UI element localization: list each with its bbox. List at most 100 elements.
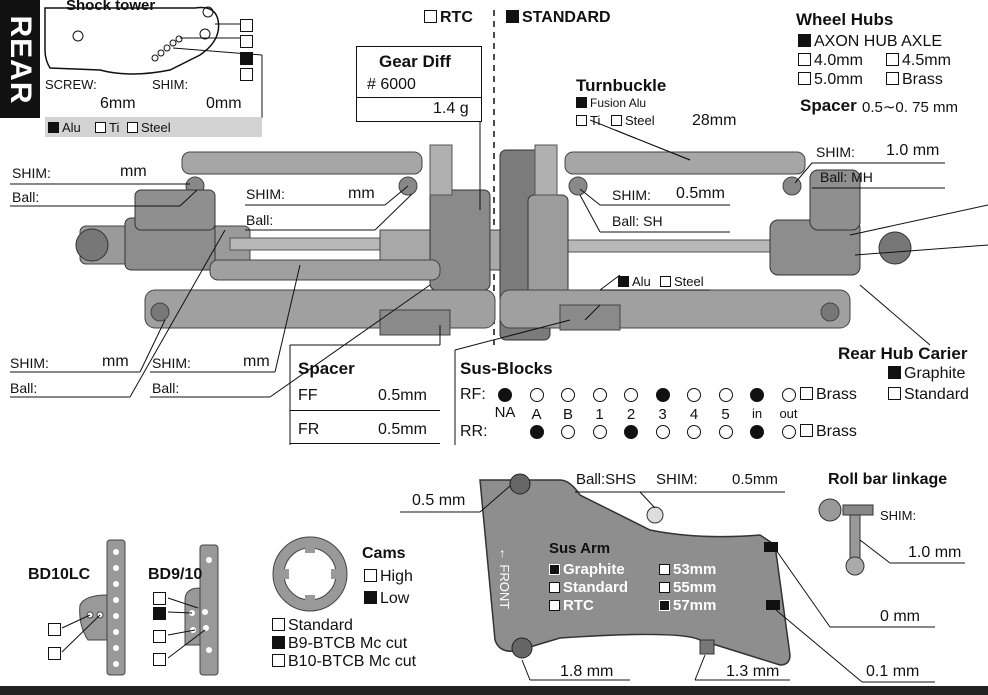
shock-tower-material-alu[interactable]: Alu	[48, 121, 81, 134]
upper-turnbuckles	[181, 151, 806, 196]
sus-arm-53mm[interactable]: 53mm	[659, 562, 716, 577]
sus-block-rf-dot-2[interactable]	[624, 388, 638, 402]
sus-arm-standard[interactable]: Standard	[549, 580, 628, 595]
sus-arm-picture	[479, 473, 791, 666]
sus-blocks-rr-label: RR:	[460, 423, 488, 440]
sus-arm-55mm[interactable]: 55mm	[659, 580, 716, 595]
cams-standard[interactable]: Standard	[272, 618, 353, 634]
cams-b10[interactable]: B10-BTCB Mc cut	[272, 654, 416, 670]
sus-arm-bottom-mid: 1.3 mm	[726, 663, 780, 680]
wheel-hub-4-5[interactable]: 4.5mm	[886, 53, 951, 69]
sus-block-position-label: in	[751, 406, 763, 421]
sus-block-rf-dot-1[interactable]	[592, 388, 607, 402]
header-standard[interactable]: STANDARD	[506, 10, 611, 26]
rear-hub-standard[interactable]: Standard	[888, 387, 969, 403]
rear-hub-graphite[interactable]: Graphite	[888, 366, 965, 382]
wheel-hub-5-0[interactable]: 5.0mm	[798, 72, 863, 88]
sus-block-rf-dot-4[interactable]	[687, 388, 701, 402]
sus-block-rf-dot-na[interactable]	[498, 388, 512, 402]
bd10lc-box-1[interactable]	[48, 622, 64, 640]
mid-shim-value: mm	[348, 185, 375, 202]
roll-bar-shim-value: 1.0 mm	[908, 544, 962, 561]
spacer-title: Spacer	[298, 359, 355, 378]
bd910-box-1[interactable]	[153, 591, 169, 609]
sus-block-rf-dot-out[interactable]	[781, 388, 796, 402]
shock-tower-box-3[interactable]	[240, 51, 256, 69]
shock-tower-shim-value: 0mm	[206, 95, 242, 112]
sus-blocks-rf-brass[interactable]: Brass	[800, 387, 857, 403]
bd910-box-4[interactable]	[153, 652, 169, 670]
cams-high[interactable]: High	[364, 569, 413, 585]
right-top-ball: Ball: MH	[820, 169, 873, 185]
right-mid-shim-value: 0.5mm	[676, 185, 725, 202]
mid-ball: Ball:	[246, 212, 274, 228]
sus-block-rf-dot-in[interactable]	[750, 388, 764, 402]
turnbuckle-steel[interactable]: Steel	[611, 114, 655, 127]
turnbuckle-fusion[interactable]: Fusion Alu	[576, 97, 646, 109]
sus-arm-shim-value: 0.5mm	[732, 471, 778, 488]
shock-tower-screw-label: SCREW:	[45, 77, 97, 92]
gear-diff-number: # 6000	[367, 76, 416, 93]
sus-block-position-label: A	[531, 406, 542, 423]
axle-steel[interactable]: Steel	[660, 275, 704, 288]
rear-label-box	[0, 0, 40, 118]
sus-arm-rtc[interactable]: RTC	[549, 598, 594, 613]
bottom-bar	[0, 686, 988, 695]
spacer-top-range: 0.5∼0. 75 mm	[862, 99, 958, 116]
shock-tower-box-4[interactable]	[240, 67, 256, 85]
sus-arm-shim-label: SHIM:	[656, 471, 698, 488]
sus-block-rr-dot-3[interactable]	[655, 425, 670, 439]
bd910-box-3[interactable]	[153, 629, 169, 647]
sus-block-rf-dot-b[interactable]	[561, 388, 575, 402]
bd910-box-2[interactable]	[153, 606, 169, 624]
cams-b9[interactable]: B9-BTCB Mc cut	[272, 636, 407, 652]
sus-blocks-rr-brass[interactable]: Brass	[800, 424, 857, 440]
shock-tower-box-2[interactable]	[240, 34, 256, 52]
sus-block-position-label: 1	[595, 406, 604, 423]
hub-carrier-right	[809, 169, 861, 231]
standard-checkbox[interactable]	[506, 10, 519, 23]
sus-block-rr-dot-5[interactable]	[718, 425, 733, 439]
leader-lines	[10, 115, 988, 445]
sus-block-rr-dot-out[interactable]	[781, 425, 796, 439]
gear-diff-box: Gear Diff # 6000 1.4 g	[356, 46, 482, 122]
bottom-left-shim: SHIM:	[10, 355, 49, 371]
roll-bar-shim-label: SHIM:	[880, 508, 917, 523]
sus-block-rr-dot-1[interactable]	[592, 425, 607, 439]
hub-carrier-left	[134, 189, 216, 231]
rtc-checkbox[interactable]	[424, 10, 437, 23]
shock-tower-material-ti[interactable]: Ti	[95, 121, 119, 134]
right-mid-ball: Ball: SH	[612, 213, 663, 229]
sus-block-rr-dot-2[interactable]	[624, 425, 638, 439]
sus-block-rf-dot-a[interactable]	[529, 388, 544, 402]
bd10lc-box-2[interactable]	[48, 646, 64, 664]
mid-shim: SHIM:	[246, 186, 285, 202]
turnbuckle-title: Turnbuckle	[576, 76, 667, 95]
shock-tower-title: Shock tower	[66, 0, 156, 14]
wheel-hub-brass[interactable]: Brass	[886, 72, 943, 88]
header-rtc[interactable]: RTC	[424, 10, 473, 26]
cams-low[interactable]: Low	[364, 591, 409, 607]
left-top-shim-value: mm	[120, 163, 147, 180]
shock-tower-material-steel[interactable]: Steel	[127, 121, 171, 134]
sus-blocks-title: Sus-Blocks	[460, 359, 553, 378]
sus-arm-graphite[interactable]: Graphite	[549, 562, 625, 577]
sus-block-rr-dot-in[interactable]	[750, 425, 764, 439]
sus-block-position-label: NA	[494, 404, 516, 421]
sus-block-rf-dot-5[interactable]	[718, 388, 733, 402]
wheel-hub-4-0[interactable]: 4.0mm	[798, 53, 863, 69]
sus-arm-title: Sus Arm	[549, 540, 611, 557]
spacer-fr-label: FR	[298, 421, 320, 438]
axle-alu[interactable]: Alu	[618, 275, 651, 288]
shock-tower-box-1[interactable]	[240, 18, 256, 36]
sus-block-rr-dot-4[interactable]	[687, 425, 701, 439]
rear-hub-carrier-title: Rear Hub Carier	[838, 344, 968, 363]
sus-arm-57mm[interactable]: 57mm	[659, 598, 716, 613]
sus-block-rr-dot-a[interactable]	[529, 425, 544, 439]
wheel-hub-axon[interactable]: AXON HUB AXLE	[798, 34, 942, 50]
section-divider	[0, 455, 988, 456]
bd10lc-title: BD10LC	[28, 566, 91, 583]
sus-block-rf-dot-3[interactable]	[655, 388, 670, 402]
turnbuckle-ti[interactable]: Ti	[576, 114, 600, 127]
sus-block-rr-dot-b[interactable]	[561, 425, 575, 439]
